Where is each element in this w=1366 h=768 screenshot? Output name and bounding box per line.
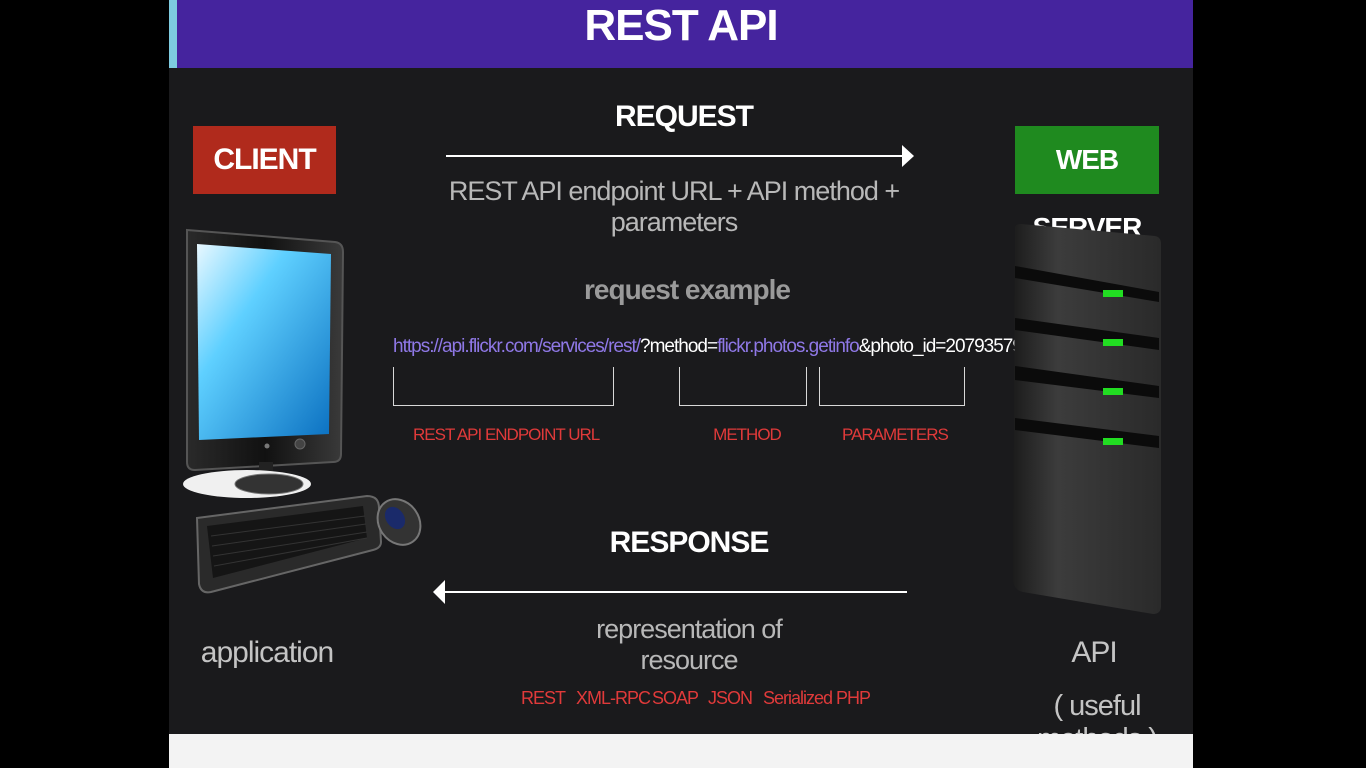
format-soap: SOAP: [652, 688, 699, 708]
footer-strip: [169, 734, 1193, 768]
method-bracket: [679, 367, 807, 406]
title-bar: REST API: [169, 0, 1193, 68]
example-url: https://api.flickr.com/services/rest/?me…: [393, 336, 1042, 358]
title-bar-accent: [169, 0, 177, 68]
client-caption: application: [200, 636, 334, 669]
endpoint-bracket: [393, 367, 614, 406]
response-heading: RESPONSE: [609, 526, 770, 559]
method-prefix: ?method=: [640, 336, 718, 357]
endpoint-url: https://api.flickr.com/services/rest/: [393, 336, 641, 357]
parameters-text: &photo_id=2079357948: [858, 336, 1042, 357]
request-arrow: [446, 145, 914, 167]
request-heading: REQUEST: [614, 100, 754, 133]
format-rest: REST: [521, 688, 566, 708]
request-example-heading: request example: [584, 274, 791, 305]
method-name: flickr.photos.getinfo: [717, 336, 860, 357]
parameters-bracket: [819, 367, 965, 406]
server-caption-api: API: [1071, 636, 1117, 669]
format-xml-rpc: XML-RPC: [576, 688, 651, 708]
response-description: representation of resource: [596, 614, 783, 675]
method-label: METHOD: [713, 425, 782, 444]
desktop-computer-icon: [183, 228, 422, 594]
client-label: CLIENT: [193, 126, 336, 194]
server-caption-methods: ( useful methods ): [1037, 690, 1158, 734]
server-tower-icon: [1013, 224, 1161, 614]
slide-title: REST API: [584, 1, 778, 50]
parameters-label: PARAMETERS: [842, 425, 949, 444]
endpoint-label: REST API ENDPOINT URL: [413, 425, 600, 444]
format-json: JSON: [708, 688, 753, 708]
slide: REST API CLIENT WEB SERVER REQUEST REST …: [169, 0, 1193, 734]
format-serialized-php: Serialized PHP: [763, 688, 871, 708]
request-description: REST API endpoint URL + API method + par…: [448, 176, 900, 237]
web-server-label: WEB SERVER: [1015, 126, 1159, 243]
response-arrow: [433, 580, 907, 604]
